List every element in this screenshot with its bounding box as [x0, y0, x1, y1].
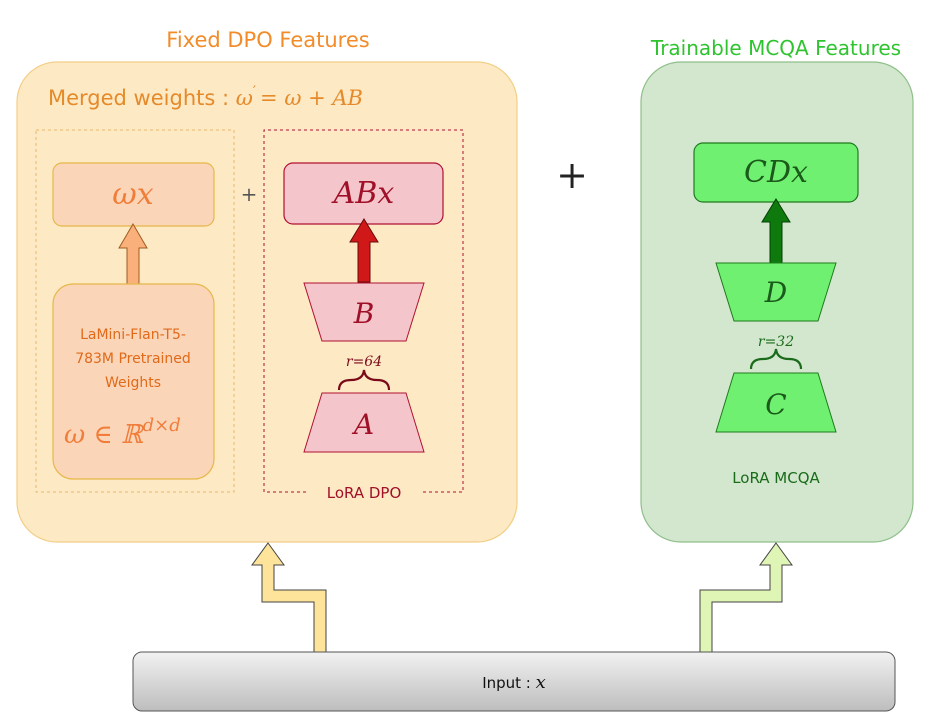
pretrained-dashed-group	[35, 129, 235, 493]
mcqa-rank-label: r=32	[758, 334, 794, 350]
mcqa-panel-title: Trainable MCQA Features	[650, 36, 901, 60]
cdx-label: CDx	[744, 155, 808, 190]
omega-in-real-formula: ω ∈ ℝd×d	[64, 415, 181, 450]
a-label: A	[351, 408, 374, 441]
outer-plus-sign: +	[556, 153, 588, 197]
d-label: D	[764, 276, 787, 309]
a-matrix-trapezoid	[303, 392, 425, 453]
d-matrix-trapezoid	[715, 262, 837, 322]
input-to-dpo-arrow	[251, 542, 327, 653]
dpo-rank-label: r=64	[346, 354, 382, 370]
pretrained-weights-box	[52, 283, 215, 480]
dpo-panel-title: Fixed DPO Features	[166, 28, 369, 52]
b-matrix-trapezoid	[303, 282, 425, 342]
pretrained-line3: Weights	[105, 375, 161, 391]
dpo-rank-brace	[337, 369, 391, 391]
lora-dpo-dashed-group	[263, 129, 464, 493]
mcqa-rank-brace	[749, 348, 803, 370]
merged-weights-formula: Merged weights : ω′= ω + AB	[48, 84, 363, 110]
pretrained-line1: LaMini-Flan-T5-	[80, 327, 186, 343]
b-label: B	[353, 297, 375, 330]
c-label: C	[765, 388, 786, 421]
abx-label: ABx	[331, 176, 395, 211]
input-to-mcqa-arrow	[699, 542, 793, 653]
input-label: Input : x	[482, 672, 546, 693]
c-matrix-trapezoid	[715, 372, 837, 433]
omega-x-label: ωx	[112, 177, 153, 212]
lora-mcqa-label: LoRA MCQA	[732, 469, 820, 487]
lora-dpo-label: LoRA DPO	[327, 484, 402, 502]
red-up-arrow	[349, 218, 379, 283]
inner-plus-sign: +	[241, 182, 258, 206]
input-bar	[132, 651, 896, 712]
pretrained-line2: 783M Pretrained	[75, 351, 191, 367]
